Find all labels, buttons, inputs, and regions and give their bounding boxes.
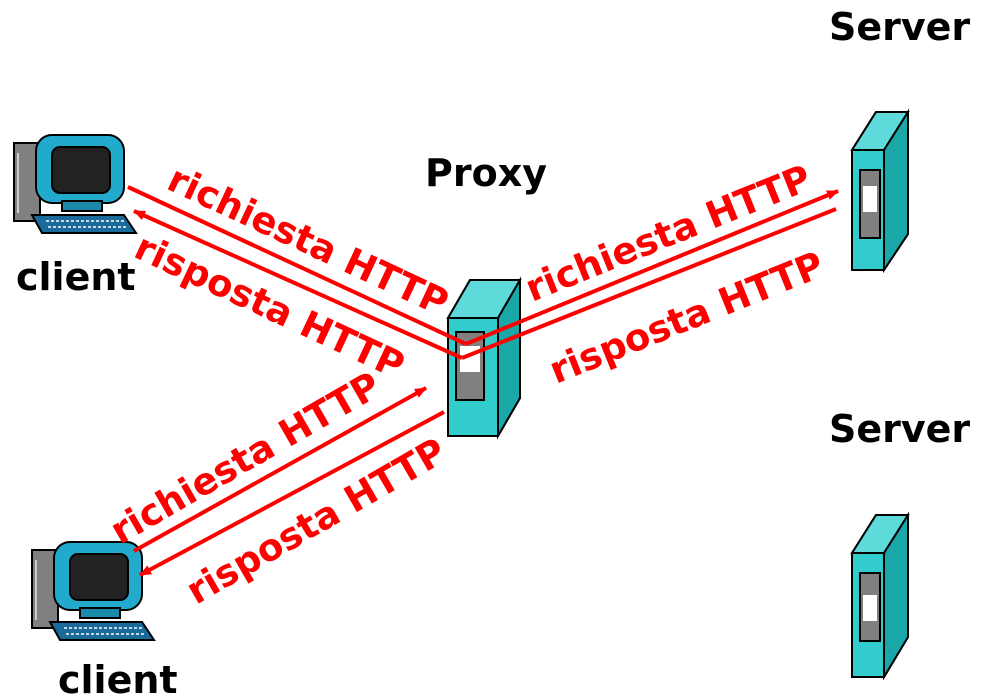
- arrow-server-request: [465, 189, 839, 346]
- server-icon: [850, 108, 910, 274]
- arrow-bottom-client-response: [139, 410, 445, 577]
- arrows: [127, 185, 839, 577]
- server-icon: [850, 511, 910, 681]
- arrow-top-client-request: [127, 185, 467, 346]
- server-bottom-label: Server: [829, 407, 970, 451]
- proxy-label: Proxy: [425, 151, 547, 195]
- server-top-label: Server: [829, 5, 970, 49]
- arrow-top-client-response: [133, 209, 463, 360]
- client-bottom-label: client: [58, 658, 178, 697]
- computer-icon: [13, 134, 138, 234]
- arrow-bottom-client-request: [133, 386, 427, 553]
- arrow-server-response: [461, 207, 837, 360]
- client-top-label: client: [16, 255, 136, 299]
- computer-icon: [31, 541, 156, 641]
